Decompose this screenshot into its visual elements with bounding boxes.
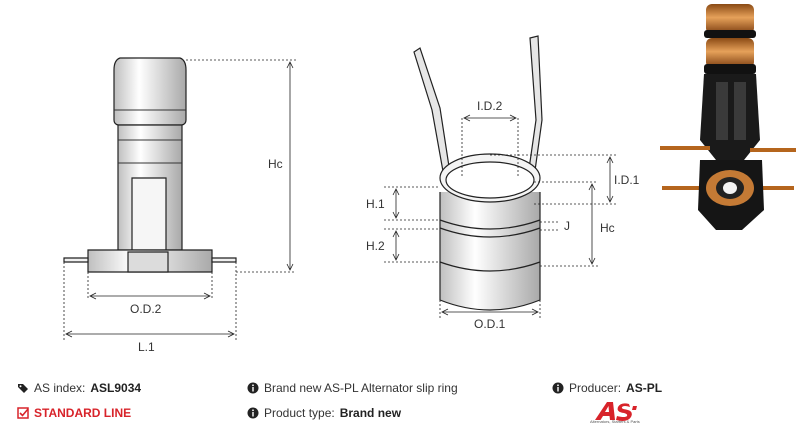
producer-value: AS-PL bbox=[626, 381, 663, 395]
slip-ring-dimensions bbox=[384, 114, 616, 318]
dim-label-l1: L.1 bbox=[138, 340, 155, 354]
dim-label-j: J bbox=[564, 219, 570, 233]
dim-label-h2: H.2 bbox=[366, 239, 385, 253]
as-pl-logo bbox=[595, 402, 637, 421]
product-type-label: Product type: bbox=[264, 406, 335, 420]
slip-ring-drawing bbox=[413, 35, 543, 311]
producer: Producer: AS-PL bbox=[552, 381, 662, 395]
side-view-drawing bbox=[63, 57, 237, 273]
dim-label-hc-right: Hc bbox=[600, 221, 615, 235]
as-index: AS index: ASL9034 bbox=[17, 381, 141, 395]
product-type-value: Brand new bbox=[339, 406, 402, 420]
side-view-dimensions bbox=[63, 59, 296, 340]
tag-icon bbox=[18, 384, 28, 393]
info-icon bbox=[247, 382, 259, 394]
as-index-label: AS index: bbox=[34, 381, 86, 395]
dim-label-od1: O.D.1 bbox=[474, 317, 506, 331]
technical-drawing: Hc O.D.2 L.1 bbox=[63, 4, 796, 354]
dim-label-h1: H.1 bbox=[366, 197, 385, 211]
dim-label-hc-left: Hc bbox=[268, 157, 283, 171]
info-icon bbox=[552, 382, 564, 394]
standard-line: STANDARD LINE bbox=[17, 406, 131, 420]
logo-tagline: Alternators, Starters & Parts bbox=[590, 419, 640, 424]
standard-line-label: STANDARD LINE bbox=[34, 406, 132, 420]
dim-label-od2: O.D.2 bbox=[130, 302, 162, 316]
description: Brand new AS-PL Alternator slip ring bbox=[247, 381, 458, 395]
as-index-value: ASL9034 bbox=[90, 381, 142, 395]
dim-label-id1: I.D.1 bbox=[614, 173, 640, 187]
dim-label-id2: I.D.2 bbox=[477, 99, 503, 113]
product-photo bbox=[660, 4, 796, 230]
side-view-shading-lines bbox=[114, 109, 186, 164]
description-text: Brand new AS-PL Alternator slip ring bbox=[264, 381, 458, 395]
producer-label: Producer: bbox=[569, 381, 622, 395]
checkbox-icon bbox=[17, 407, 29, 419]
product-type: Product type: Brand new bbox=[247, 406, 401, 420]
info-icon bbox=[247, 407, 259, 419]
